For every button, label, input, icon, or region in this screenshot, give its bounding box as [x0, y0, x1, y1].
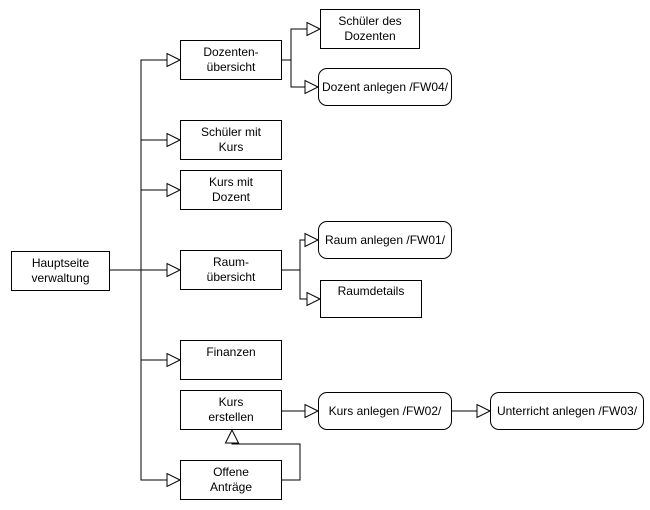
node-label-line: erstellen [208, 410, 254, 424]
edge-offene-antraege-to-kurs-erstellen [231, 443, 301, 481]
edge-raum-uebersicht-to-raum-anlegen-fw01 [282, 239, 305, 271]
edge-dozenten-uebersicht-to-schueler-des-dozenten [282, 28, 307, 61]
node-dozent-anlegen-fw04: Dozent anlegen /FW04/ [318, 68, 452, 106]
arrowhead-icon [166, 352, 182, 368]
node-raum-uebersicht: Raum-übersicht [180, 250, 282, 290]
node-raumdetails: Raumdetails [320, 280, 422, 318]
node-label-line: Anträge [209, 480, 253, 494]
arrowhead-icon [304, 232, 320, 248]
node-dozenten-uebersicht: Dozenten-übersicht [180, 40, 282, 80]
edge-hauptseite-verwaltung-to-schueler-mit-kurs [140, 139, 167, 270]
edge-hauptseite-verwaltung-to-kurs-mit-dozent [140, 189, 167, 270]
arrowhead-icon [476, 403, 492, 419]
node-label-line: Dozenten [344, 29, 396, 43]
node-label-line: verwaltung [31, 271, 90, 285]
arrowhead-icon [166, 262, 182, 278]
arrowhead-icon [306, 291, 322, 307]
node-unterricht-anlegen-fw03: Unterricht anlegen /FW03/ [490, 392, 644, 430]
node-label-line: Dozent [211, 190, 251, 204]
node-finanzen: Finanzen [180, 340, 282, 380]
node-label-line: Kurs [218, 140, 244, 154]
arrowhead-icon [306, 21, 322, 37]
arrowhead-icon [166, 182, 182, 198]
node-label-line: Kurs [218, 395, 244, 409]
node-label-line: Dozenten- [203, 45, 259, 59]
node-label-line: Offene [213, 465, 249, 479]
node-label-line: Hauptseite [31, 256, 90, 270]
node-label-line [369, 299, 373, 314]
node-label-line: Unterricht anlegen /FW03/ [496, 403, 638, 418]
node-label-line: Dozent anlegen /FW04/ [321, 79, 449, 94]
arrowhead-icon [166, 52, 182, 68]
arrowhead-icon [166, 472, 182, 488]
node-kurs-anlegen-fw02: Kurs anlegen /FW02/ [318, 392, 452, 430]
node-label-line: übersicht [206, 60, 256, 74]
arrowhead-icon [304, 403, 320, 419]
node-label-line: Kurs anlegen /FW02/ [328, 403, 442, 418]
node-label-line: Raumdetails [337, 284, 405, 298]
node-label-line: Finanzen [206, 345, 256, 359]
node-label-line: Raum anlegen /FW01/ [324, 232, 446, 247]
node-raum-anlegen-fw01: Raum anlegen /FW01/ [318, 221, 452, 259]
node-label-line: Schüler mit [200, 125, 262, 139]
edge-dozenten-uebersicht-to-dozent-anlegen-fw04 [282, 59, 305, 88]
edge-hauptseite-verwaltung-to-offene-antraege [140, 270, 167, 481]
edge-raum-uebersicht-to-raumdetails [282, 269, 307, 300]
arrowhead-icon [304, 79, 320, 95]
node-label-line: Raum- [212, 255, 249, 269]
node-label-line: Kurs mit [208, 175, 253, 189]
node-label-line: Schüler des [338, 14, 402, 28]
edge-hauptseite-verwaltung-to-dozenten-uebersicht [140, 59, 167, 270]
arrowhead-icon [224, 428, 240, 444]
arrowhead-icon [166, 132, 182, 148]
edge-hauptseite-verwaltung-to-finanzen [140, 270, 167, 361]
node-label-line: übersicht [206, 270, 256, 284]
node-label-line [229, 360, 233, 375]
